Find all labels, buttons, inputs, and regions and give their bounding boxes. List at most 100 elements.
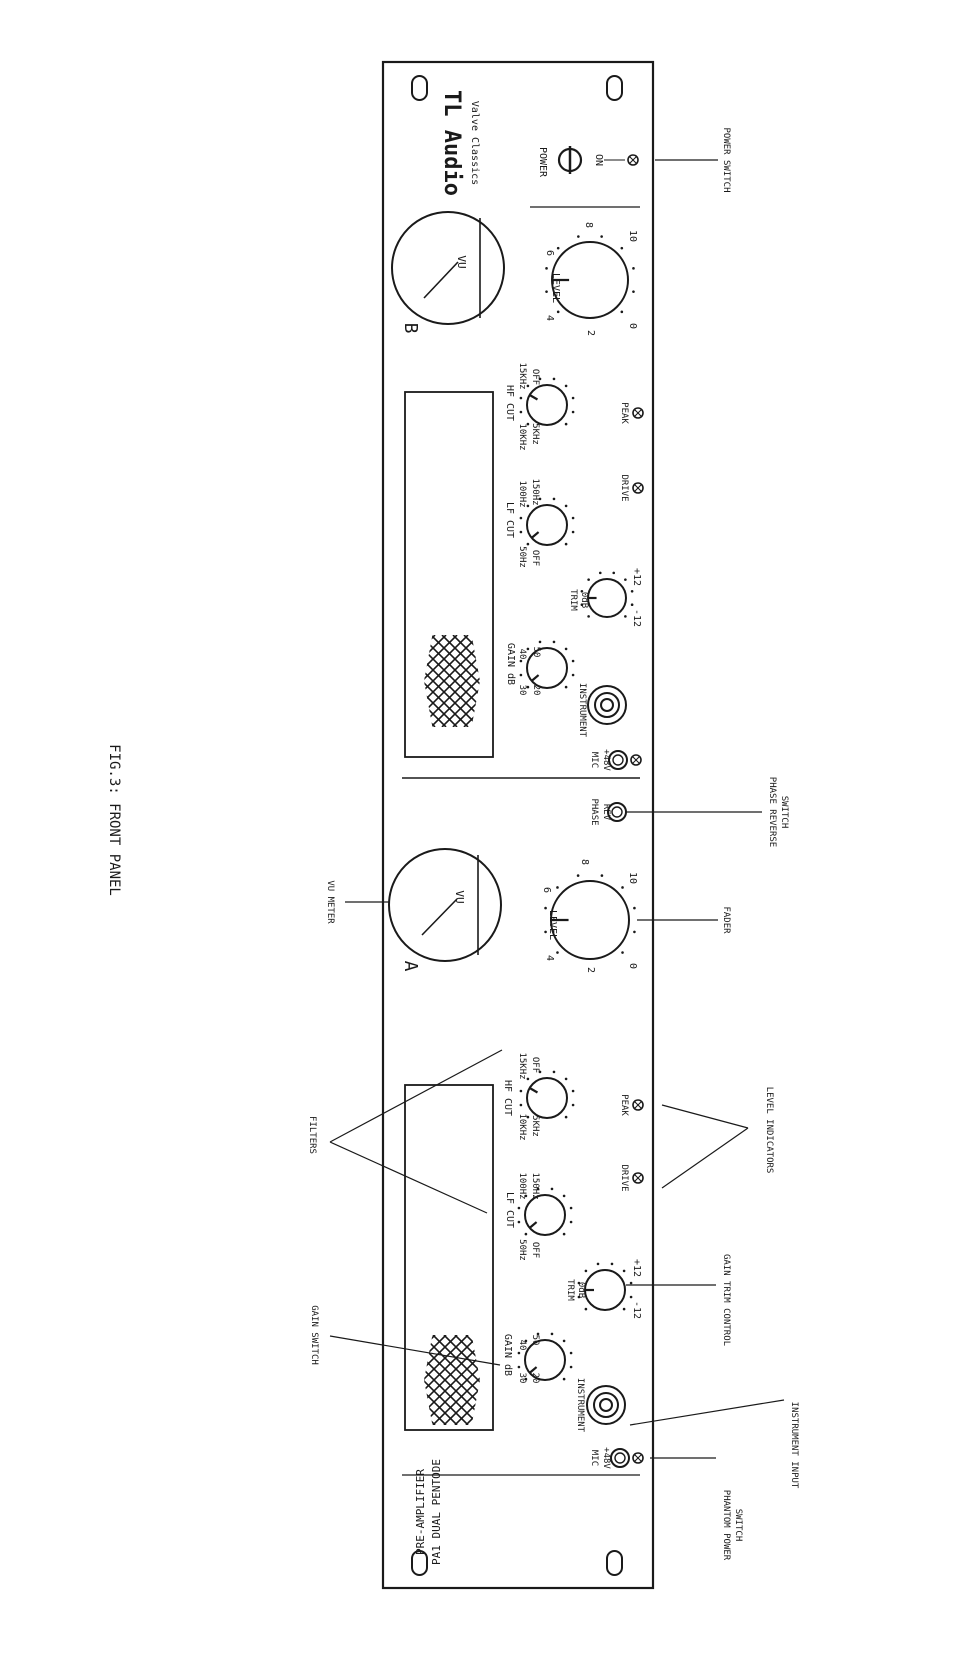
gain-switch-b[interactable] (519, 640, 575, 689)
model-line-2: PRE-AMPLIFIER (414, 1469, 427, 1555)
display-window-a (404, 1084, 494, 1431)
figure-title: FIG.3: FRONT PANEL (106, 744, 122, 896)
channel-b-labels: LEVEL 0 2 4 6 8 10 HF CUT 10KHz 15KHz OF… (504, 222, 642, 771)
level-a-tick-10: 10 (627, 872, 638, 884)
callout-filters: FILTERS (307, 1116, 317, 1154)
gain-b-tick-40: 40 (517, 649, 527, 660)
hf-cut-a-title: HF CUT (502, 1080, 513, 1116)
panel-outline (381, 60, 655, 1590)
vu-meter-a: VU (388, 848, 502, 962)
drive-a-label: DRIVE (619, 1164, 629, 1191)
phantom-led-a (632, 1452, 644, 1464)
hf-cut-b-tick-off: OFF (530, 369, 540, 385)
trim-b-title-2: 0dB (579, 592, 589, 608)
brand-name: TL Audio (439, 90, 464, 196)
lf-cut-knob-b[interactable] (519, 497, 575, 546)
hf-cut-knob-a[interactable] (519, 1070, 575, 1119)
lf-cut-a-tick-50hz: 50Hz (517, 1239, 527, 1261)
hf-cut-b-tick-15khz: 15KHz (517, 362, 527, 389)
trim-a-title-2: 0dB (576, 1282, 586, 1298)
level-b-title: LEVEL (550, 273, 561, 303)
power-indicator-led (627, 154, 639, 166)
hf-cut-knob-b[interactable] (519, 377, 575, 426)
level-a-tick-6: 6 (541, 887, 552, 893)
valve-grille-b (424, 635, 480, 727)
level-knob-a[interactable] (544, 874, 636, 960)
lf-cut-b-tick-100hz: 100Hz (517, 480, 527, 507)
lf-cut-a-tick-100hz: 100Hz (517, 1172, 527, 1199)
hf-cut-b-tick-5khz: 5KHz (530, 423, 540, 445)
gain-a-tick-50: 50 (530, 1335, 540, 1346)
trim-b-min: -12 (631, 609, 642, 627)
trim-a-title-1: TRIM (565, 1279, 575, 1301)
phase-rev-label-2: REV (601, 804, 611, 821)
hf-cut-a-tick-15khz: 15KHz (517, 1052, 527, 1079)
level-a-tick-2: 2 (585, 967, 596, 973)
power-switch[interactable]: POWER ON (537, 146, 625, 178)
hf-cut-a-tick-10khz: 10KHz (517, 1113, 527, 1140)
power-on-label: ON (593, 154, 604, 166)
callout-gain-switch: GAIN SWITCH (309, 1305, 319, 1365)
lf-cut-b-tick-off: OFF (530, 550, 540, 566)
gain-a-title: GAIN dB (502, 1334, 513, 1376)
mount-slot-bottom-right (606, 1550, 623, 1576)
callout-power-switch: POWER SWITCH (721, 127, 731, 192)
trim-a-max: +12 (631, 1259, 642, 1277)
gain-b-tick-20: 20 (531, 685, 541, 696)
callout-vu-meter: VU METER (325, 880, 335, 924)
hf-cut-a-tick-off: OFF (530, 1057, 540, 1073)
instrument-jack-b[interactable] (587, 685, 627, 725)
phantom-power-switch-a[interactable] (610, 1448, 630, 1468)
vu-meter-b: VU (391, 211, 505, 325)
phase-rev-label-1: PHASE (589, 798, 599, 825)
callout-fader: FADER (721, 906, 731, 934)
trim-knob-b[interactable] (580, 571, 634, 618)
lf-cut-b-tick-150hz: 150Hz (530, 478, 540, 505)
phantom-b-label: +48V (601, 749, 611, 771)
lf-cut-a-tick-150hz: 150Hz (530, 1172, 540, 1199)
gain-a-tick-40: 40 (517, 1340, 527, 1351)
gain-b-title: GAIN dB (505, 643, 516, 685)
level-b-tick-8: 8 (583, 222, 594, 228)
level-a-tick-4: 4 (544, 955, 555, 961)
channel-letter-b: B (400, 323, 421, 334)
phantom-power-switch-b[interactable] (608, 750, 628, 770)
mount-slot-top-left (411, 75, 428, 101)
level-knob-b[interactable] (545, 235, 635, 319)
hf-cut-b-tick-10khz: 10KHz (517, 423, 527, 450)
lf-cut-a-title: LF CUT (504, 1192, 515, 1228)
level-b-tick-10: 10 (627, 230, 638, 242)
lf-cut-knob-a[interactable] (517, 1187, 573, 1236)
trim-knob-a[interactable] (577, 1262, 633, 1311)
mic-a-label: MIC (589, 1450, 599, 1466)
level-b-tick-2: 2 (585, 330, 596, 336)
drive-led-a (632, 1172, 644, 1184)
instrument-a-label: INSTRUMENT (575, 1378, 585, 1433)
trim-b-max: +12 (631, 568, 642, 586)
gain-b-tick-30: 30 (517, 685, 527, 696)
peak-a-label: PEAK (619, 1094, 629, 1116)
hf-cut-a-tick-5khz: 5KHz (530, 1115, 540, 1137)
callout-phantom-power-2: SWITCH (733, 1509, 743, 1542)
gain-switch-a[interactable] (517, 1332, 573, 1381)
channel-a-labels: LEVEL 0 2 4 6 8 10 HF CUT 10KHz 15KHz OF… (502, 798, 642, 1469)
callout-phase-reverse-2: SWITCH (779, 796, 789, 829)
phantom-led-b (630, 754, 642, 766)
callout-level-indicators: LEVEL INDICATORS (764, 1087, 774, 1174)
drive-b-label: DRIVE (619, 474, 629, 501)
level-a-title: LEVEL (547, 910, 558, 940)
level-b-tick-0: 0 (627, 323, 638, 329)
callout-gain-trim-control: GAIN TRIM CONTROL (721, 1254, 731, 1346)
phantom-a-label: +48V (601, 1447, 611, 1469)
instrument-jack-a[interactable] (586, 1385, 626, 1425)
level-b-tick-4: 4 (544, 315, 555, 321)
lf-cut-b-tick-50hz: 50Hz (517, 546, 527, 568)
display-window-b (404, 391, 494, 758)
level-a-tick-8: 8 (579, 859, 590, 865)
mount-slot-top-right (606, 75, 623, 101)
vu-meter-b-label: VU (455, 255, 468, 268)
callout-instrument-input: INSTRUMENT INPUT (789, 1402, 799, 1489)
valve-grille-a (424, 1335, 480, 1425)
